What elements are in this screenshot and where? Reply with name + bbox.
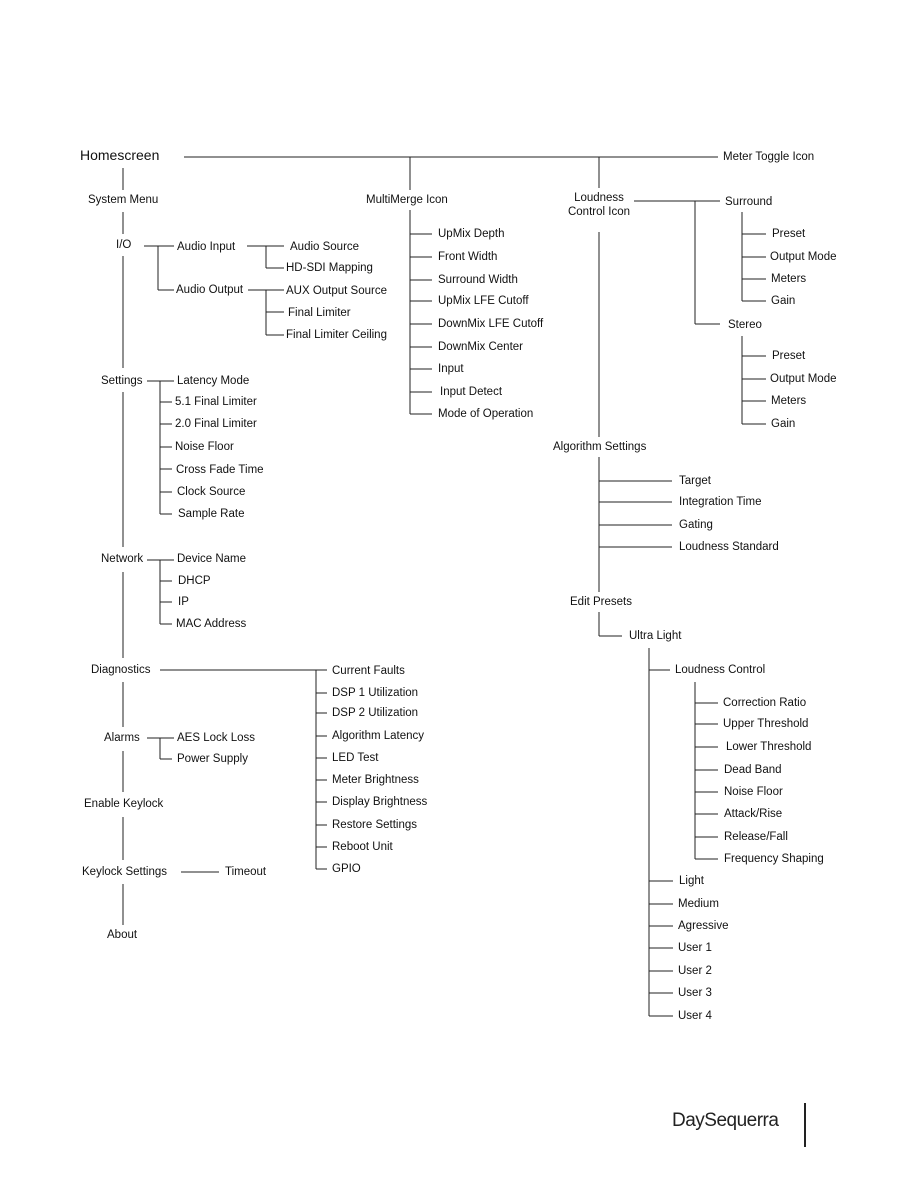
diagnostics-item: Meter Brightness	[332, 774, 419, 786]
algorithm-item: Target	[679, 475, 711, 487]
network-item: MAC Address	[176, 618, 247, 630]
node-diagnostics: Diagnostics	[91, 664, 151, 676]
preset-item: User 1	[678, 942, 712, 954]
loudness-control-item: Release/Fall	[724, 831, 788, 843]
diagnostics-item: DSP 2 Utilization	[332, 707, 419, 719]
brand-logo: DaySequerra	[672, 1110, 779, 1131]
network-item: DHCP	[178, 575, 211, 587]
node-meter-toggle-icon: Meter Toggle Icon	[723, 151, 815, 163]
loudness-control-item: Correction Ratio	[723, 697, 807, 709]
settings-item: Clock Source	[177, 486, 246, 498]
multimerge-item: Input Detect	[440, 386, 503, 398]
loudness-control-item: Dead Band	[724, 764, 782, 776]
node-about: About	[107, 929, 138, 941]
surround-item: Gain	[771, 295, 796, 307]
diagnostics-item: Display Brightness	[332, 796, 428, 808]
multimerge-item: Surround Width	[438, 274, 518, 286]
loudness-control-item: Attack/Rise	[724, 808, 783, 820]
node-audio-source: Audio Source	[290, 241, 360, 253]
diagnostics-item: Restore Settings	[332, 819, 418, 831]
preset-item: User 2	[678, 965, 712, 977]
loudness-control-item: Frequency Shaping	[724, 853, 824, 865]
node-loudness-control: Loudness Control	[675, 664, 766, 676]
algorithm-item: Integration Time	[679, 496, 762, 508]
settings-item: Cross Fade Time	[176, 464, 264, 476]
settings-item: 5.1 Final Limiter	[175, 396, 257, 408]
alarms-item: Power Supply	[177, 753, 248, 765]
diagnostics-item: GPIO	[332, 863, 361, 875]
node-algorithm-settings: Algorithm Settings	[553, 441, 647, 453]
multimerge-item: DownMix LFE Cutoff	[438, 318, 544, 330]
diagnostics-item: Algorithm Latency	[332, 730, 425, 742]
preset-item: Medium	[678, 898, 719, 910]
diagnostics-item: LED Test	[332, 752, 379, 764]
node-alarms: Alarms	[104, 732, 140, 744]
network-item: Device Name	[177, 553, 247, 565]
node-hdsdi-mapping: HD-SDI Mapping	[286, 262, 373, 274]
node-io: I/O	[116, 239, 132, 251]
stereo-item: Output Mode	[770, 373, 837, 385]
node-settings: Settings	[101, 375, 143, 387]
multimerge-item: Front Width	[438, 251, 498, 263]
node-multimerge-icon: MultiMerge Icon	[366, 194, 448, 206]
stereo-item: Meters	[771, 395, 807, 407]
node-audio-input: Audio Input	[177, 241, 236, 253]
settings-item: Noise Floor	[175, 441, 234, 453]
multimerge-item: Input	[438, 363, 464, 375]
node-final-limiter: Final Limiter	[288, 307, 351, 319]
node-keylock-settings: Keylock Settings	[82, 866, 168, 878]
diagnostics-item: Current Faults	[332, 665, 405, 677]
node-edit-presets: Edit Presets	[570, 596, 632, 608]
node-timeout: Timeout	[225, 866, 267, 878]
surround-item: Meters	[771, 273, 807, 285]
node-network: Network	[101, 553, 144, 565]
loudness-control-item: Lower Threshold	[726, 741, 812, 753]
preset-item: Agressive	[678, 920, 729, 932]
node-loudness-control-icon: Loudness Control Icon	[567, 192, 630, 218]
stereo-item: Preset	[772, 350, 806, 362]
multimerge-item: UpMix LFE Cutoff	[438, 295, 529, 307]
diagnostics-item: DSP 1 Utilization	[332, 687, 419, 699]
surround-item: Output Mode	[770, 251, 837, 263]
multimerge-item: DownMix Center	[438, 341, 523, 353]
algorithm-item: Gating	[679, 519, 713, 531]
preset-item: User 4	[678, 1010, 712, 1022]
algorithm-item: Loudness Standard	[679, 541, 779, 553]
multimerge-item: UpMix Depth	[438, 228, 505, 240]
surround-item: Preset	[772, 228, 806, 240]
node-homescreen: Homescreen	[80, 147, 160, 163]
preset-item: User 3	[678, 987, 712, 999]
settings-item: Latency Mode	[177, 375, 250, 387]
stereo-item: Gain	[771, 418, 796, 430]
node-system-menu: System Menu	[88, 194, 159, 206]
node-final-limiter-ceiling: Final Limiter Ceiling	[286, 329, 387, 341]
network-item: IP	[178, 596, 189, 608]
node-audio-output: Audio Output	[176, 284, 244, 296]
settings-item: 2.0 Final Limiter	[175, 418, 257, 430]
node-stereo: Stereo	[728, 319, 762, 331]
alarms-item: AES Lock Loss	[177, 732, 255, 744]
diagnostics-item: Reboot Unit	[332, 841, 393, 853]
brand-divider	[804, 1103, 806, 1147]
multimerge-item: Mode of Operation	[438, 408, 534, 420]
loudness-control-item: Noise Floor	[724, 786, 783, 798]
node-ultra-light: Ultra Light	[629, 630, 682, 642]
node-surround: Surround	[725, 196, 773, 208]
loudness-control-item: Upper Threshold	[723, 718, 809, 730]
settings-item: Sample Rate	[178, 508, 245, 520]
node-enable-keylock: Enable Keylock	[84, 798, 164, 810]
node-aux-output-source: AUX Output Source	[286, 285, 387, 297]
preset-item: Light	[679, 875, 704, 887]
